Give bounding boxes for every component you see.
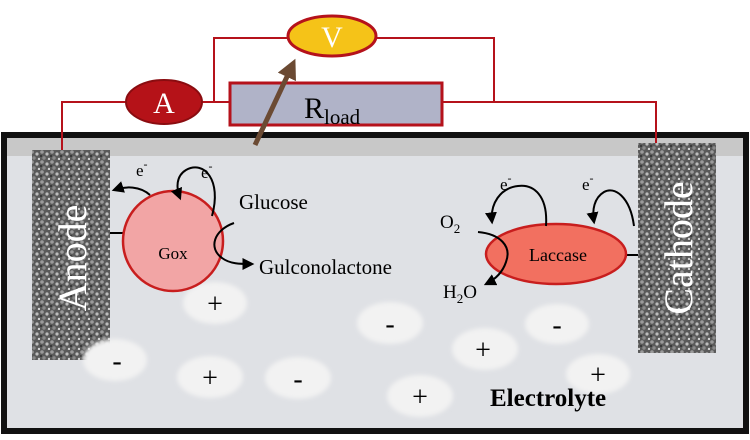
wire-anode — [61, 101, 128, 150]
laccase-enzyme — [484, 222, 628, 286]
anion-sign: - — [385, 309, 394, 340]
gox-enzyme — [121, 189, 225, 293]
electrolyte-label: Electrolyte — [490, 385, 606, 412]
gox-electron-loop — [170, 166, 216, 217]
ion-blob — [387, 375, 453, 417]
anion-sign: - — [293, 364, 302, 395]
voltmeter — [286, 14, 378, 58]
load-label: Rload — [304, 92, 361, 129]
anode-label: Anode — [50, 205, 95, 312]
electrolyte-bath — [1, 132, 749, 434]
gox-label: Gox — [158, 244, 188, 263]
ion-blob — [83, 339, 147, 381]
cation-sign: + — [207, 289, 223, 320]
ion-blob — [452, 328, 518, 370]
wire-voltmeter-left — [213, 37, 290, 102]
ammeter — [125, 79, 203, 125]
laccase-label: Laccase — [529, 245, 587, 265]
ion-blob — [265, 357, 331, 399]
gluconolactone-label: Gulconolactone — [259, 255, 392, 279]
ion-blob — [177, 356, 243, 398]
h2o-label: H2O — [443, 282, 477, 306]
anion-sign: - — [112, 346, 121, 377]
voltmeter-label: V — [321, 21, 343, 54]
laccase-electron-2: e- — [582, 171, 594, 194]
anion-sign: - — [552, 310, 561, 341]
external-circuit — [61, 37, 657, 150]
ion-signs: + - + - - + - + + — [112, 289, 606, 413]
load-label-sub: load — [324, 105, 361, 129]
cathode-electron-loop — [586, 189, 635, 227]
gox-electron-2: e- — [201, 159, 213, 182]
variable-arrow — [252, 58, 296, 147]
ion-blob — [357, 302, 423, 344]
cation-sign: + — [202, 363, 218, 394]
load-label-main: R — [304, 92, 324, 125]
ions — [83, 282, 630, 417]
laccase-electron-loop — [484, 184, 548, 227]
cation-sign: + — [475, 335, 491, 366]
ion-blob — [525, 304, 589, 344]
anode-electrode — [32, 150, 110, 360]
glucose-label: Glucose — [239, 190, 308, 214]
ion-blob — [566, 354, 630, 394]
ion-blob — [183, 282, 247, 324]
laccase-electron-1: e- — [500, 171, 512, 194]
cathode-label: Cathode — [656, 181, 701, 314]
top-band — [7, 138, 743, 156]
glucose-to-gluconolactone-arrow — [213, 222, 255, 270]
o2-to-h2o-arrow — [477, 231, 509, 286]
wire-voltmeter-right — [374, 37, 495, 102]
cation-sign: + — [412, 382, 428, 413]
cathode-electrode — [638, 143, 716, 353]
o2-label: O2 — [440, 212, 460, 236]
gox-electron-arrow — [111, 181, 151, 196]
gox-electron-1: e- — [136, 157, 148, 180]
cation-sign: + — [590, 360, 606, 391]
wire-load-cathode — [442, 101, 657, 150]
ammeter-label: A — [153, 87, 175, 120]
